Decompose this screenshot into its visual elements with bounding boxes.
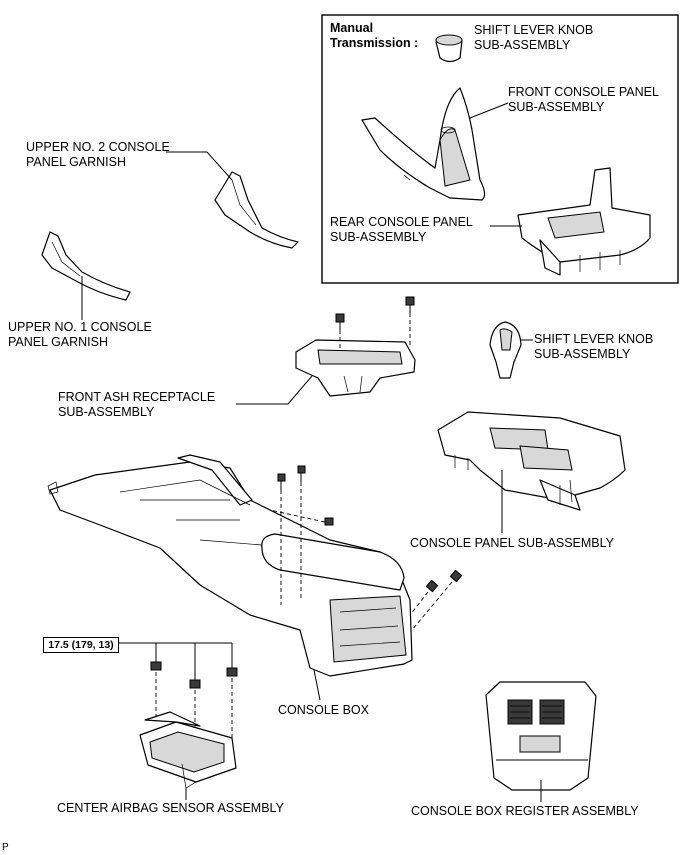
mt-shift-lever-knob-drawing: [435, 34, 463, 63]
console-box-leader: [313, 669, 321, 701]
upper-no1-garnish-label: UPPER NO. 1 CONSOLE PANEL GARNISH: [8, 320, 152, 349]
front-console-panel-leader: [469, 102, 509, 119]
torque-spec-box: 17.5 (179, 13): [43, 637, 119, 653]
manual-transmission-inset-frame: [321, 14, 679, 284]
console-box-drawing: [47, 454, 413, 677]
center-airbag-sensor-drawing: [139, 711, 237, 789]
console-panel-drawing: [437, 411, 626, 511]
center-airbag-sensor-label: CENTER AIRBAG SENSOR ASSEMBLY: [57, 801, 284, 815]
console-box-screws: [269, 465, 463, 631]
front-ash-receptacle-leader: [236, 375, 313, 405]
ash-receptacle-screws: [335, 296, 415, 350]
console-panel-label: CONSOLE PANEL SUB-ASSEMBLY: [410, 536, 614, 550]
console-box-register-drawing: [485, 681, 597, 791]
upper-no2-garnish-leader: [166, 151, 233, 181]
torque-spec-leader: [118, 642, 233, 680]
inset-heading-label: Manual Transmission :: [330, 21, 419, 50]
console-box-register-label: CONSOLE BOX REGISTER ASSEMBLY: [411, 804, 639, 818]
front-console-panel-drawing: [361, 87, 486, 201]
airbag-sensor-bolts: [150, 661, 238, 740]
front-ash-receptacle-drawing: [295, 339, 416, 397]
shift-lever-knob-mt-label: SHIFT LEVER KNOB SUB-ASSEMBLY: [474, 23, 594, 52]
upper-no2-garnish-label: UPPER NO. 2 CONSOLE PANEL GARNISH: [26, 140, 170, 169]
rear-console-panel-drawing: [517, 167, 651, 276]
front-ash-receptacle-label: FRONT ASH RECEPTACLE SUB-ASSEMBLY: [58, 390, 216, 419]
page-marker: P: [2, 842, 9, 853]
upper-no1-garnish-drawing: [41, 231, 131, 301]
shift-lever-knob-label: SHIFT LEVER KNOB SUB-ASSEMBLY: [534, 332, 654, 361]
shift-lever-knob-drawing: [489, 321, 522, 379]
console-box-label: CONSOLE BOX: [278, 703, 369, 717]
upper-no2-garnish-drawing: [214, 171, 299, 249]
rear-console-panel-label: REAR CONSOLE PANEL SUB-ASSEMBLY: [330, 215, 473, 244]
front-console-panel-label: FRONT CONSOLE PANEL SUB-ASSEMBLY: [508, 85, 659, 114]
